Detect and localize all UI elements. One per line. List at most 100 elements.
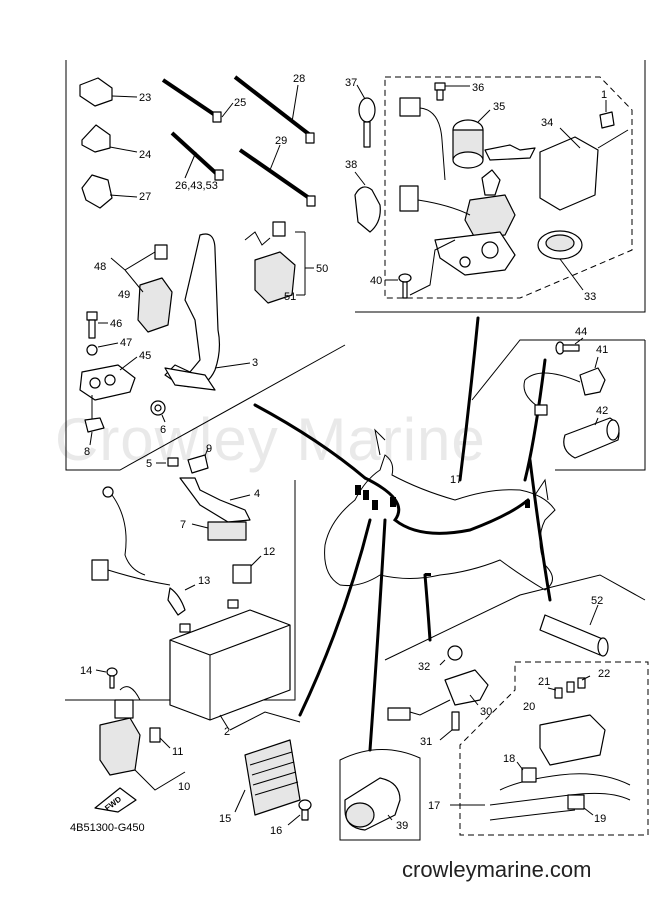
switch-30 xyxy=(387,669,489,721)
callout-2: 2 xyxy=(224,726,230,738)
callout-45: 45 xyxy=(139,350,151,362)
bolt-16 xyxy=(287,799,312,826)
main-switch-assembly xyxy=(399,169,516,276)
connector-12 xyxy=(232,555,262,584)
bolt-1 xyxy=(599,100,615,129)
clamp-24 xyxy=(81,124,138,153)
band-25 xyxy=(161,78,234,123)
callout-25: 25 xyxy=(234,97,246,109)
callout-14: 14 xyxy=(80,665,92,677)
screw-36 xyxy=(434,82,470,101)
callout-21: 21 xyxy=(538,676,550,688)
fwd-arrow xyxy=(94,787,137,813)
nut-32 xyxy=(439,645,463,666)
bolt-44 xyxy=(555,337,584,355)
cap-33 xyxy=(537,230,584,291)
starter-relay-10 xyxy=(99,686,186,791)
callout-29: 29 xyxy=(275,135,287,147)
callout-labels: 23 25 28 24 29 26,43,53 27 48 49 50 51 4… xyxy=(80,73,610,837)
callout-19: 19 xyxy=(594,813,606,825)
callout-1: 1 xyxy=(601,89,607,101)
callout-7: 7 xyxy=(180,519,186,531)
callout-8: 8 xyxy=(84,446,90,458)
callout-12: 12 xyxy=(263,546,275,558)
callout-17-top: 17 xyxy=(450,474,462,486)
fuse-box-dashed-box xyxy=(459,661,649,836)
callout-34: 34 xyxy=(541,117,553,129)
callout-28: 28 xyxy=(293,73,305,85)
sensor-41 xyxy=(523,356,606,416)
callout-18: 18 xyxy=(503,753,515,765)
pad-7 xyxy=(191,521,247,541)
bottom-right-panel-outline xyxy=(384,574,646,661)
relay-49 xyxy=(110,244,173,333)
callout-46: 46 xyxy=(110,318,122,330)
relay-51 xyxy=(244,221,314,304)
band-26 xyxy=(170,131,224,181)
callout-13: 13 xyxy=(198,575,210,587)
rectifier-panel-outline xyxy=(229,711,301,731)
sensor-45 xyxy=(79,356,138,401)
callout-37: 37 xyxy=(345,77,357,89)
main-harness xyxy=(253,316,552,752)
callout-6: 6 xyxy=(160,424,166,436)
callout-40: 40 xyxy=(370,275,382,287)
callout-31: 31 xyxy=(420,736,432,748)
band-29 xyxy=(238,144,316,207)
callout-52: 52 xyxy=(591,595,603,607)
cover-9 xyxy=(187,447,209,474)
callout-50: 50 xyxy=(316,263,328,275)
bracket-8 xyxy=(84,395,105,446)
grommet-6 xyxy=(150,400,166,423)
callout-47: 47 xyxy=(120,337,132,349)
clamp-27 xyxy=(81,174,138,209)
callout-22: 22 xyxy=(598,668,610,680)
callout-27: 27 xyxy=(139,191,151,203)
callout-20: 20 xyxy=(523,701,535,713)
fuses-20-22 xyxy=(547,675,591,699)
rectifier-15 xyxy=(234,739,301,816)
callout-44: 44 xyxy=(575,326,587,338)
callout-4: 4 xyxy=(254,488,260,500)
callout-32: 32 xyxy=(418,661,430,673)
washer-47 xyxy=(86,342,119,356)
site-url-link[interactable]: crowleymarine.com xyxy=(402,857,592,882)
callout-17-bottom: 17 xyxy=(428,800,440,812)
band-28 xyxy=(233,75,315,144)
callout-33: 33 xyxy=(584,291,596,303)
right-sensor-panel-outline xyxy=(471,339,646,471)
callout-16: 16 xyxy=(270,825,282,837)
switch-38 xyxy=(354,171,381,233)
watermark: Crowley Marine xyxy=(55,406,486,473)
callout-3: 3 xyxy=(252,357,258,369)
bracket-4 xyxy=(179,477,251,523)
callout-51: 51 xyxy=(284,291,296,303)
motorcycle-silhouette xyxy=(324,428,556,591)
callout-15: 15 xyxy=(219,813,231,825)
callout-23: 23 xyxy=(139,92,151,104)
battery-panel-outline xyxy=(65,480,296,701)
callout-10: 10 xyxy=(178,781,190,793)
ignition-group-dashed-box xyxy=(384,76,633,299)
battery-2 xyxy=(169,599,291,729)
key-37 xyxy=(356,84,376,148)
bolt-46 xyxy=(86,311,108,339)
callout-49: 49 xyxy=(118,289,130,301)
callout-42: 42 xyxy=(596,405,608,417)
screw-14 xyxy=(95,667,118,689)
screw-31 xyxy=(439,711,460,741)
callout-41: 41 xyxy=(596,344,608,356)
callout-35: 35 xyxy=(493,101,505,113)
sensor-bubble-outline xyxy=(339,749,421,841)
bolt-5 xyxy=(156,457,179,467)
callout-36: 36 xyxy=(472,82,484,94)
clamp-23 xyxy=(79,77,138,107)
callout-38: 38 xyxy=(345,159,357,171)
relay-bracket-3 xyxy=(164,233,251,391)
callout-11: 11 xyxy=(172,746,183,758)
top-right-panel-outline xyxy=(355,60,646,313)
ecu-34 xyxy=(539,127,629,211)
fuse-box xyxy=(450,714,631,821)
callout-39: 39 xyxy=(396,820,408,832)
